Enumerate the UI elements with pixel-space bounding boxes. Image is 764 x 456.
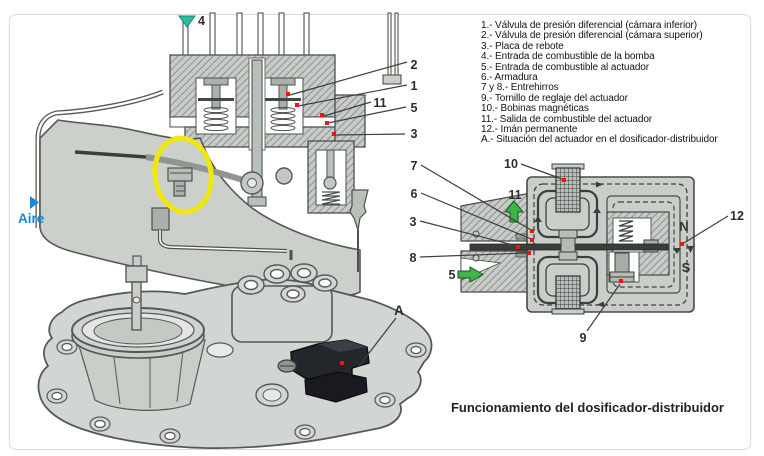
pressure-regulator bbox=[307, 140, 355, 214]
legend-item: 3.- Placa de rebote bbox=[481, 40, 564, 52]
mixture-adjuster bbox=[167, 167, 193, 197]
yellow-highlight-ellipse bbox=[152, 135, 214, 215]
callout-5b-label: 5 bbox=[449, 268, 456, 282]
actuator-callouts: 7 6 3 8 5 10 11 12 9 bbox=[410, 157, 744, 345]
callout-3-label: 3 bbox=[411, 127, 418, 141]
actuator-spring bbox=[618, 220, 634, 242]
differential-valve-left bbox=[198, 77, 234, 132]
north-pole-label: N bbox=[679, 219, 688, 234]
air-label: Aire bbox=[18, 211, 45, 226]
red-marker bbox=[286, 92, 290, 96]
magnetic-coil-bottom bbox=[536, 251, 599, 315]
distributor-block-section bbox=[169, 54, 366, 207]
sensor-plate-counterweight bbox=[125, 255, 148, 331]
actuator-unit-3d bbox=[277, 339, 370, 403]
red-marker bbox=[527, 251, 531, 255]
red-marker bbox=[530, 238, 534, 242]
distributor-head bbox=[206, 263, 338, 407]
bolt-bosses bbox=[46, 339, 427, 444]
legend-item: 4.- Entrada de combustible de la bomba bbox=[481, 51, 655, 63]
legend-item: 1.- Válvula de presión diferencial (cáma… bbox=[481, 20, 698, 31]
red-marker bbox=[332, 132, 336, 136]
callout-12-label: 12 bbox=[730, 209, 744, 223]
page-border bbox=[9, 14, 751, 450]
callout-6-label: 6 bbox=[411, 187, 418, 201]
coil-winding-top bbox=[555, 167, 581, 213]
red-marker bbox=[619, 279, 623, 283]
legend-item: 9.- Tornillo de reglaje del actuador bbox=[481, 92, 628, 104]
red-marker bbox=[562, 178, 566, 182]
coil-winding-bottom bbox=[555, 275, 581, 311]
callout-8-label: 8 bbox=[410, 251, 417, 265]
legend-item: 6.- Armadura bbox=[481, 72, 538, 84]
diagram-caption: Funcionamiento del dosificador-distribui… bbox=[450, 400, 724, 415]
actuator-diagram: N S 7 6 bbox=[410, 157, 744, 345]
legend-item: 10.- Bobinas magnéticas bbox=[481, 103, 589, 115]
magnetic-coil-top bbox=[536, 163, 599, 239]
callout-1-label: 1 bbox=[411, 79, 418, 93]
callout-2-label: 2 bbox=[411, 58, 418, 72]
legend-item: 12.- Imán permanente bbox=[481, 124, 578, 136]
red-marker bbox=[530, 229, 534, 233]
sensor-plate bbox=[74, 150, 147, 159]
callout-5-label: 5 bbox=[411, 101, 418, 115]
callout-11-label: 11 bbox=[373, 96, 386, 110]
section-callouts: 2 1 11 5 3 bbox=[286, 58, 418, 141]
callout-11b-label: 11 bbox=[508, 188, 521, 202]
legend-item: 11.- Salida de combustible del actuador bbox=[481, 113, 653, 125]
south-pole-label: S bbox=[682, 260, 691, 275]
red-marker bbox=[325, 121, 329, 125]
fuel-in-arrow-icon bbox=[457, 266, 485, 283]
callout-A-label: A bbox=[394, 303, 404, 318]
callout-7-label: 7 bbox=[411, 159, 418, 173]
injector bbox=[349, 189, 369, 272]
legend-item: 7 y 8.- Entrehirros bbox=[481, 82, 559, 94]
red-marker bbox=[340, 361, 344, 365]
red-marker bbox=[516, 245, 520, 249]
legend-item: A.- Situación del actuador en el dosific… bbox=[481, 134, 718, 146]
differential-valve-right bbox=[265, 77, 301, 132]
air-arrow-icon bbox=[30, 196, 39, 209]
fuel-out-arrow-icon bbox=[503, 200, 525, 223]
red-marker bbox=[320, 113, 324, 117]
flux-arrows bbox=[534, 181, 694, 308]
legend-item: 2.- Válvula de presión diferencial (cáma… bbox=[481, 30, 703, 42]
legend-item: 5.- Entrada de combustible al actuador bbox=[481, 61, 649, 73]
distributor-3d-drawing: A bbox=[37, 255, 433, 450]
adjusting-screw bbox=[608, 251, 640, 283]
fuel-pipe bbox=[151, 207, 293, 260]
callout-3b-label: 3 bbox=[410, 215, 417, 229]
red-marker bbox=[680, 242, 684, 246]
callout-9-label: 9 bbox=[580, 331, 587, 345]
red-marker bbox=[295, 103, 299, 107]
callout-4-label: 4 bbox=[198, 14, 205, 28]
callout-10-label: 10 bbox=[504, 157, 518, 171]
fuel-inlet-arrow-icon bbox=[178, 15, 196, 28]
pressure-section-diagram: Aire 4 2 1 11 5 3 bbox=[18, 12, 418, 298]
legend: 1.- Válvula de presión diferencial (cáma… bbox=[481, 20, 759, 146]
